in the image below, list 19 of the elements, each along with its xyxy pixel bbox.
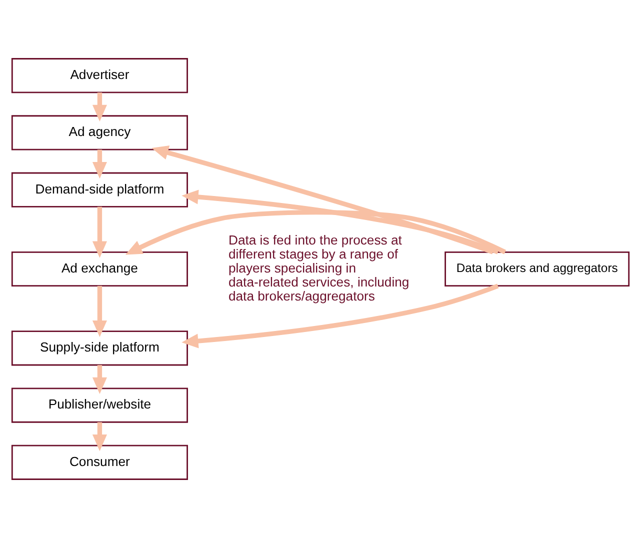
arrow (182, 284, 499, 348)
node-box: Consumer (11, 444, 188, 480)
node-box: Publisher/website (11, 388, 188, 423)
label: Data is fed into the process at different stages by a range of players specialising in data-related services, including data brokers/aggregators (228, 232, 410, 304)
node-box: Data brokers and aggregators (444, 251, 630, 287)
arrow (92, 150, 107, 179)
arrow (92, 92, 107, 122)
arrow (182, 190, 499, 254)
node-box: Supply-side platform (11, 330, 188, 366)
arrow (92, 206, 107, 258)
arrow (92, 365, 107, 394)
arrow (92, 286, 107, 338)
arrow (125, 210, 506, 255)
node-box: Ad exchange (11, 251, 188, 287)
node-box: Ad agency (11, 115, 188, 150)
arrow (152, 146, 494, 254)
node-box: Demand-side platform (11, 172, 188, 208)
arrow (92, 422, 107, 452)
node-box: Advertiser (11, 58, 188, 94)
